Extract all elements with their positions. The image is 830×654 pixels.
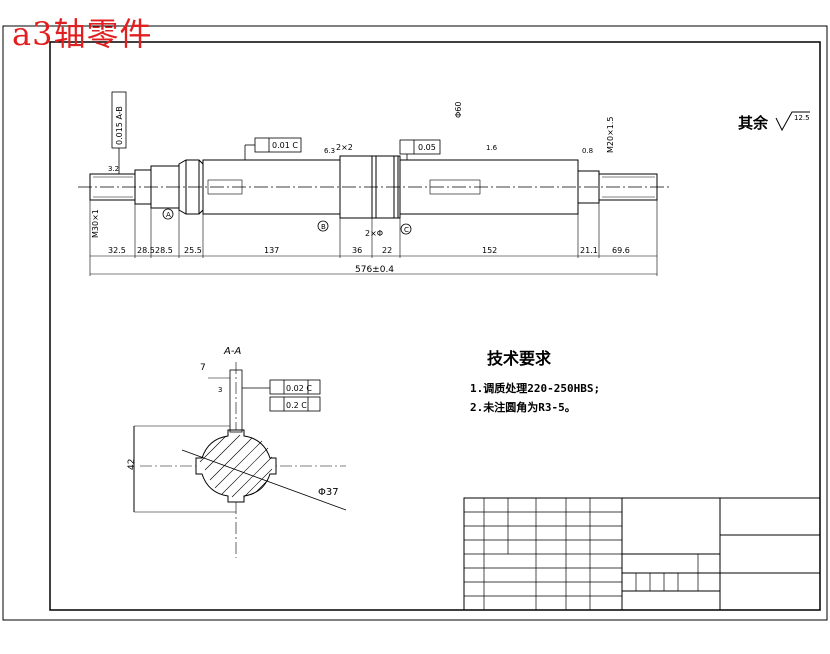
dim-top-diam: Φ60 [454, 102, 463, 118]
datum-letters: A B C [166, 211, 409, 234]
dim-chamfer: 2×2 [336, 143, 353, 152]
thread-right: M20×1.5 [606, 116, 615, 153]
title-block [463, 497, 821, 611]
dim-seg-c: 28.5 [155, 246, 173, 255]
section-label: A-A [223, 346, 241, 357]
datum-markers [162, 208, 412, 235]
dim-seg-g: 22 [382, 246, 392, 255]
dim-groove: 2×Φ [365, 229, 383, 238]
dim-seg-h: 152 [482, 246, 497, 255]
tech-requirement-1: 1.调质处理220-250HBS; [470, 382, 601, 395]
ra-right: 1.6 [486, 144, 498, 152]
tol-concentric: 0.01 C [272, 141, 298, 150]
ra-mid: 6.3 [324, 147, 335, 155]
dim-3: 3 [218, 386, 222, 394]
tech-requirement-2: 2.未注圆角为R3-5。 [470, 401, 576, 414]
dim-42: 42 [127, 459, 137, 470]
dim-seg-d: 25.5 [184, 246, 202, 255]
tol-symmetry: 0.2 C [286, 401, 307, 410]
tolerance-texts: 0.015 A-B 0.01 C 0.05 [115, 106, 436, 152]
inner-frame [49, 41, 821, 611]
shaft-main-view [78, 155, 672, 219]
outer-frame [2, 25, 828, 621]
dim-seg-i: 21.1 [580, 246, 598, 255]
section-view [133, 362, 347, 558]
tol-position: 0.02 C [286, 384, 312, 393]
section-texts: A-A 7 3 42 Φ37 [127, 346, 339, 498]
datum-c: C [404, 226, 409, 234]
roughness-value: 12.5 [794, 114, 810, 122]
thread-left: M30×1 [91, 209, 100, 238]
dim-seg-f: 36 [352, 246, 362, 255]
datum-b: B [321, 223, 326, 231]
ra-end: 0.8 [582, 147, 593, 155]
dim-total-length: 576±0.4 [355, 265, 394, 275]
section-tol-frames [242, 379, 321, 412]
roughness-label: 其余 [738, 114, 769, 132]
dim-7: 7 [200, 363, 206, 373]
dim-seg-b: 28.5 [137, 246, 155, 255]
section-hatch [199, 434, 273, 498]
ra-left: 3.2 [108, 165, 119, 173]
dimension-texts: 32.5 28.5 28.5 25.5 137 36 22 152 21.1 6… [91, 102, 630, 275]
extension-lines [89, 200, 658, 276]
datum-a: A [166, 211, 171, 219]
tech-requirements-title: 技术要求 [487, 349, 552, 368]
tol-parallel: 0.05 [418, 143, 436, 152]
tol-runout: 0.015 A-B [115, 106, 124, 145]
drawing-title: a3轴零件 [12, 15, 153, 53]
dim-seg-a: 32.5 [108, 246, 126, 255]
roughness-symbol [775, 111, 810, 132]
dim-seg-j: 69.6 [612, 246, 630, 255]
tolerance-frames [111, 91, 441, 174]
section-tol-texts: 0.02 C 0.2 C [286, 384, 312, 410]
dim-seg-e: 137 [264, 246, 279, 255]
dim-37: Φ37 [318, 487, 339, 498]
